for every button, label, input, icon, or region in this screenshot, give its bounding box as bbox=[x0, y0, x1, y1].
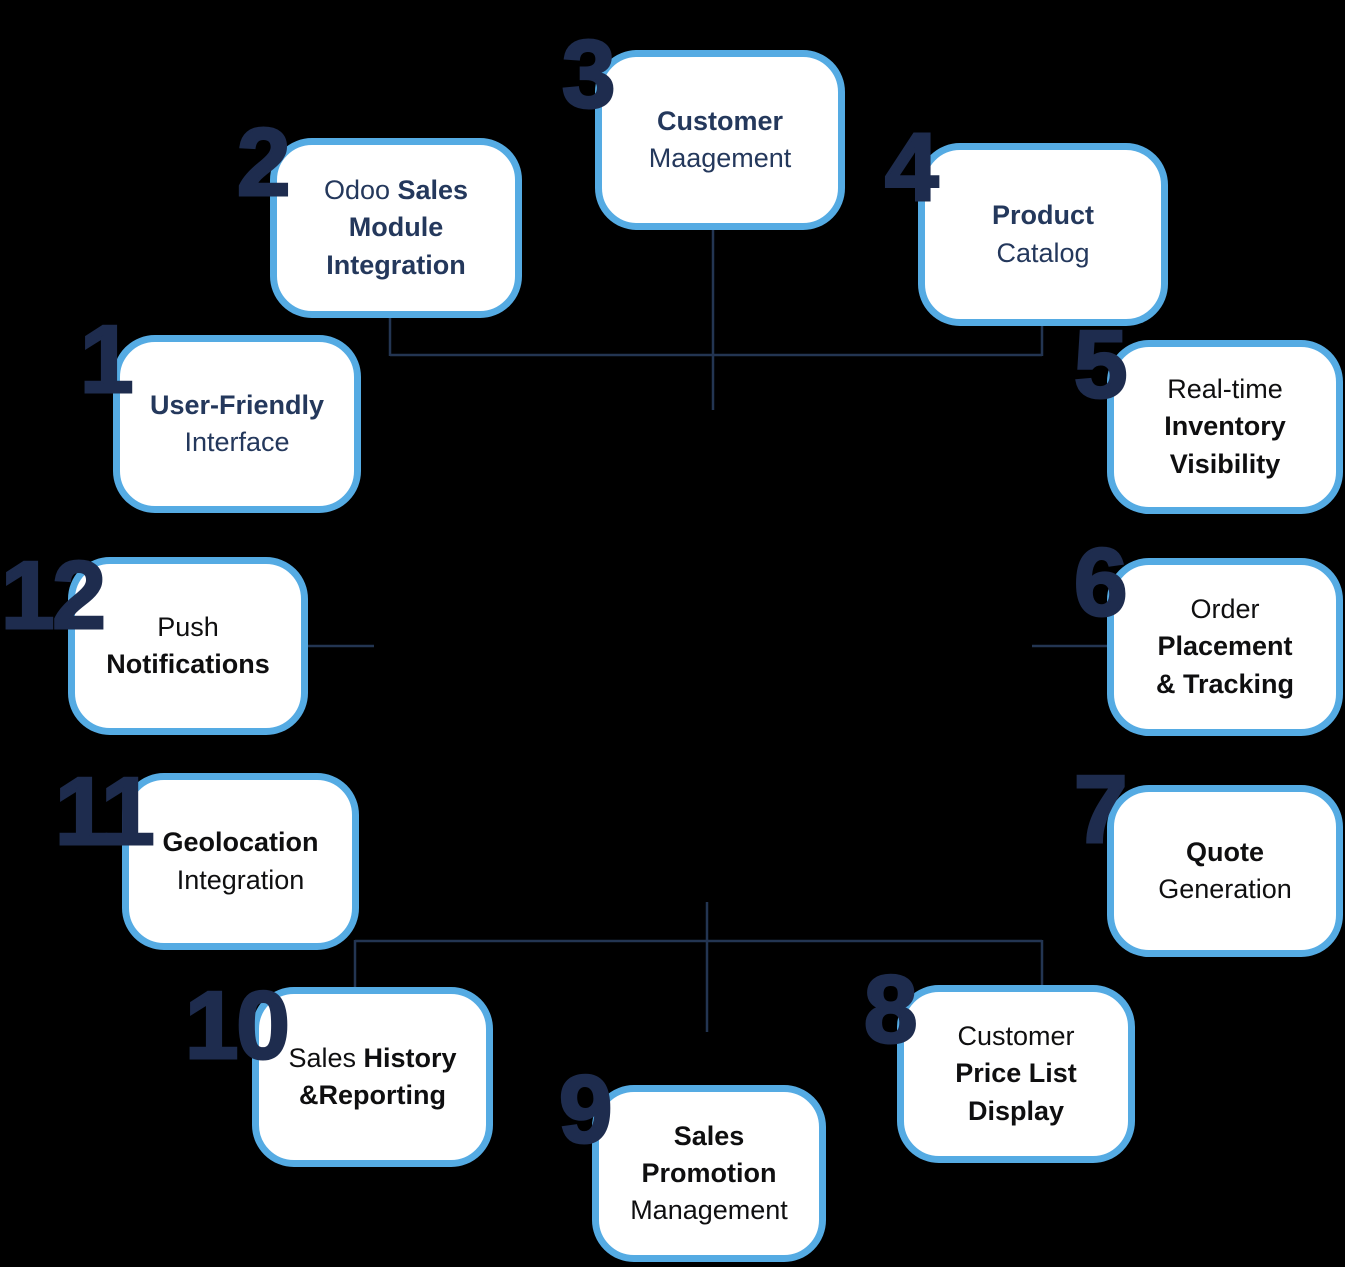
label-line: Inventory bbox=[1164, 408, 1286, 445]
item-number: 8 bbox=[862, 956, 918, 1063]
label-segment: &Reporting bbox=[299, 1080, 446, 1110]
item-label: Sales History&Reporting bbox=[288, 1040, 456, 1115]
label-segment: Inventory bbox=[1164, 411, 1286, 442]
label-segment: Price List bbox=[955, 1058, 1077, 1089]
label-segment: User-Friendly bbox=[149, 389, 325, 420]
label-line: Catalog bbox=[992, 235, 1094, 272]
label-line: & Tracking bbox=[1156, 666, 1294, 703]
label-segment: Sales bbox=[673, 1120, 745, 1151]
label-line: Visibility bbox=[1164, 446, 1286, 483]
item-number: 6 bbox=[1072, 529, 1128, 636]
label-line: Display bbox=[955, 1093, 1077, 1130]
item-number: 11 bbox=[53, 758, 156, 865]
label-line: Price List bbox=[955, 1055, 1077, 1092]
label-line: Integration bbox=[324, 247, 468, 284]
label-segment: Integration bbox=[326, 249, 466, 280]
label-segment: Quote bbox=[1186, 836, 1264, 867]
label-line: Order bbox=[1156, 591, 1294, 628]
item-number: 2 bbox=[235, 109, 291, 216]
label-line: Geolocation bbox=[162, 824, 318, 861]
label-line: Generation bbox=[1158, 871, 1292, 908]
label-line: Interface bbox=[150, 424, 324, 461]
item-number: 4 bbox=[883, 114, 939, 221]
label-line: Module bbox=[324, 209, 468, 246]
label-segment: Maagement bbox=[648, 143, 792, 173]
label-segment: Catalog bbox=[996, 237, 1090, 268]
item-number: 10 bbox=[184, 972, 292, 1079]
label-line: Odoo Sales bbox=[324, 172, 468, 209]
label-segment: Generation bbox=[1158, 874, 1292, 904]
connector-group bbox=[307, 230, 1107, 1032]
label-segment: Promotion bbox=[641, 1157, 777, 1188]
item-number: 1 bbox=[78, 306, 134, 413]
label-line: Sales History bbox=[288, 1040, 456, 1077]
label-segment: Real-time bbox=[1167, 374, 1283, 405]
label-segment: Interface bbox=[184, 427, 290, 457]
label-segment: Integration bbox=[176, 864, 305, 895]
label-segment: Sales bbox=[288, 1042, 364, 1073]
label-line: Product bbox=[992, 197, 1094, 234]
label-segment: Customer bbox=[656, 105, 784, 136]
label-line: Sales bbox=[630, 1118, 788, 1155]
label-line: Maagement bbox=[649, 140, 792, 177]
label-line: Customer bbox=[955, 1018, 1077, 1055]
label-line: Integration bbox=[162, 862, 318, 899]
label-segment: Product bbox=[991, 200, 1094, 231]
label-segment: & Tracking bbox=[1155, 668, 1295, 699]
label-line: Placement bbox=[1156, 628, 1294, 665]
label-line: Customer bbox=[649, 103, 792, 140]
label-line: User-Friendly bbox=[150, 387, 324, 424]
label-segment: Odoo bbox=[323, 175, 398, 206]
label-segment: Customer bbox=[957, 1021, 1075, 1052]
item-number: 3 bbox=[560, 21, 616, 128]
feature-box-10: 10 Sales History&Reporting bbox=[184, 976, 493, 1167]
item-number: 5 bbox=[1072, 311, 1128, 418]
item-number: 12 bbox=[0, 542, 107, 649]
label-segment: Display bbox=[967, 1095, 1065, 1126]
label-segment: Module bbox=[348, 212, 444, 243]
label-segment: Placement bbox=[1157, 631, 1293, 662]
label-segment: Sales bbox=[397, 175, 469, 206]
label-line: Management bbox=[630, 1192, 788, 1229]
label-segment: Notifications bbox=[106, 649, 270, 679]
label-segment: Geolocation bbox=[162, 827, 319, 858]
item-number: 7 bbox=[1072, 756, 1128, 863]
label-segment: Management bbox=[630, 1195, 788, 1226]
label-segment: Visibility bbox=[1169, 448, 1281, 479]
label-line: Push bbox=[106, 609, 270, 646]
label-line: &Reporting bbox=[288, 1077, 456, 1114]
label-segment: History bbox=[363, 1042, 457, 1073]
label-line: Real-time bbox=[1164, 371, 1286, 408]
label-line: Quote bbox=[1158, 834, 1292, 871]
item-number: 9 bbox=[557, 1056, 613, 1163]
label-line: Promotion bbox=[630, 1155, 788, 1192]
label-segment: Order bbox=[1190, 594, 1260, 625]
label-line: Notifications bbox=[106, 646, 270, 683]
label-segment: Push bbox=[157, 611, 219, 642]
